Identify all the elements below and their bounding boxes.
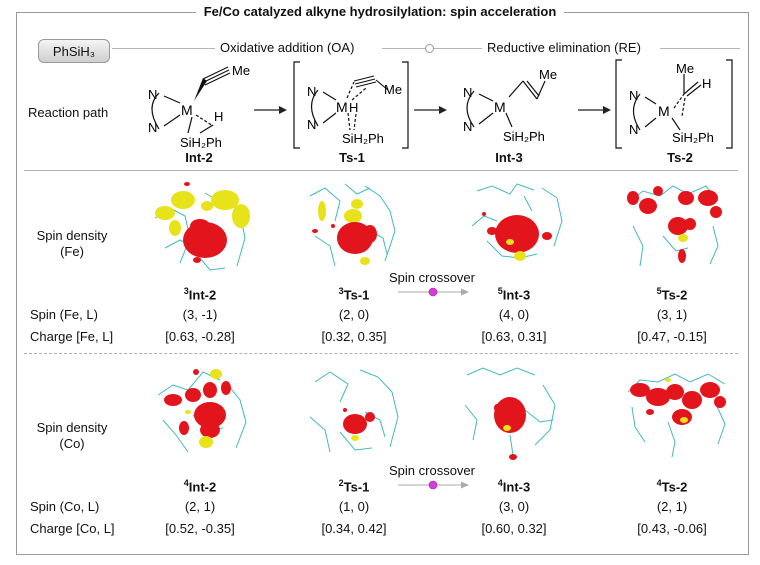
fe-metal-label: (Fe) — [60, 244, 84, 259]
fe-species-label: 3Int-2 — [183, 286, 217, 303]
figure-title: Fe/Co catalyzed alkyne hydrosilylation: … — [0, 3, 760, 21]
atom-n: N — [307, 117, 316, 132]
arrow-2 — [414, 106, 447, 114]
fe-spin-value: (2, 0) — [338, 307, 370, 322]
co-charge-value: [0.52, -0.35] — [165, 521, 235, 536]
fe-charge-value: [0.47, -0.15] — [637, 329, 707, 344]
fe-spin-value: (3, -1) — [182, 307, 218, 322]
atom-n: N — [307, 84, 316, 99]
fe-spin-crossover-arrow — [398, 287, 469, 297]
co-charge-value: [0.60, 0.32] — [481, 521, 547, 536]
structure-int-2: N N M Me H SiH₂Ph — [148, 63, 250, 150]
co-species-label: 4Int-2 — [183, 478, 217, 495]
fe-charge-row-label: Charge [Fe, L] — [30, 329, 114, 344]
spin-density-fe-ts-1 — [309, 183, 396, 267]
fe-spin-density-label: Spin density — [36, 228, 108, 243]
structure-label-int-2: Int-2 — [185, 150, 213, 165]
step-junction-dot — [425, 44, 434, 53]
atom-me: Me — [384, 82, 402, 97]
atom-n: N — [148, 87, 157, 102]
co-spin-value: (1, 0) — [338, 499, 370, 514]
atom-metal: M — [336, 99, 348, 115]
co-species-label: 2Ts-1 — [338, 478, 370, 495]
co-spin-value: (2, 1) — [184, 499, 216, 514]
co-spin-crossover-arrow — [398, 480, 469, 490]
fe-species-label: 3Ts-1 — [338, 286, 370, 303]
atom-n: N — [629, 122, 638, 137]
co-species-label: 4Ts-2 — [656, 478, 688, 495]
co-spin-crossover-label: Spin crossover — [389, 463, 475, 478]
spin-density-co-ts-1 — [309, 369, 399, 453]
fe-charge-value: [0.63, -0.28] — [165, 329, 235, 344]
structure-int-3: N N M Me SiH₂Ph — [463, 67, 557, 144]
structure-ts-1: N N M H Me SiH₂Ph — [293, 61, 409, 149]
structure-label-ts-1: Ts-1 — [339, 150, 365, 165]
atom-n: N — [629, 88, 638, 103]
co-charge-value: [0.34, 0.42] — [321, 521, 387, 536]
re-step-label: Reductive elimination (RE) — [487, 40, 641, 55]
fe-charge-value: [0.63, 0.31] — [481, 329, 547, 344]
atom-n: N — [148, 120, 157, 135]
spin-density-fe-int-3 — [471, 183, 563, 261]
co-charge-row-label: Charge [Co, L] — [30, 521, 115, 536]
atom-n: N — [463, 119, 472, 134]
fe-charge-value: [0.32, 0.35] — [321, 329, 387, 344]
metal-divider — [24, 353, 738, 354]
fe-spin-crossover-label: Spin crossover — [389, 270, 475, 285]
fe-spin-row-label: Spin (Fe, L) — [30, 307, 98, 322]
atom-h: H — [214, 109, 223, 124]
fe-spin-value: (4, 0) — [498, 307, 530, 322]
co-spin-row-label: Spin (Co, L) — [30, 499, 100, 514]
co-metal-label: (Co) — [59, 436, 85, 451]
oa-line-left — [112, 48, 215, 49]
reagent-badge: PhSiH₃ — [38, 39, 110, 63]
co-species-label: 4Int-3 — [497, 478, 531, 495]
co-spin-value: (3, 0) — [498, 499, 530, 514]
atom-metal: M — [658, 103, 670, 119]
atom-me: Me — [232, 63, 250, 78]
structure-label-int-3: Int-3 — [495, 150, 523, 165]
spin-density-co-int-2 — [157, 369, 247, 453]
fe-spin-value: (3, 1) — [656, 307, 688, 322]
spin-density-co-int-3 — [464, 367, 556, 460]
re-line-right — [660, 48, 740, 49]
oa-step-label: Oxidative addition (OA) — [220, 40, 355, 55]
section-divider — [24, 170, 738, 171]
arrow-1 — [254, 106, 287, 114]
arrow-3 — [578, 106, 611, 114]
atom-me: Me — [676, 61, 694, 76]
co-spin-value: (2, 1) — [656, 499, 688, 514]
atom-me: Me — [539, 67, 557, 82]
co-spin-density-label: Spin density — [36, 420, 108, 435]
structure-label-ts-2: Ts-2 — [667, 150, 693, 165]
atom-h: H — [349, 100, 358, 115]
atom-silyl: SiH₂Ph — [503, 129, 545, 144]
atom-silyl: SiH₂Ph — [672, 130, 714, 145]
crossover-dot — [428, 480, 438, 490]
atom-silyl: SiH₂Ph — [342, 131, 384, 146]
atom-silyl: SiH₂Ph — [180, 135, 222, 150]
fe-species-label: 5Int-3 — [497, 286, 531, 303]
atom-h: H — [702, 76, 711, 91]
fe-species-label: 5Ts-2 — [656, 286, 688, 303]
atom-n: N — [463, 85, 472, 100]
structure-ts-2: N N M Me H SiH₂Ph — [615, 59, 733, 149]
atom-metal: M — [494, 99, 506, 115]
spin-density-fe-ts-2 — [627, 185, 722, 267]
spin-density-fe-int-2 — [154, 182, 250, 271]
atom-metal: M — [181, 102, 193, 118]
co-charge-value: [0.43, -0.06] — [637, 521, 707, 536]
reaction-path-label: Reaction path — [28, 105, 109, 120]
spin-density-co-ts-2 — [627, 373, 726, 458]
crossover-dot — [428, 287, 438, 297]
